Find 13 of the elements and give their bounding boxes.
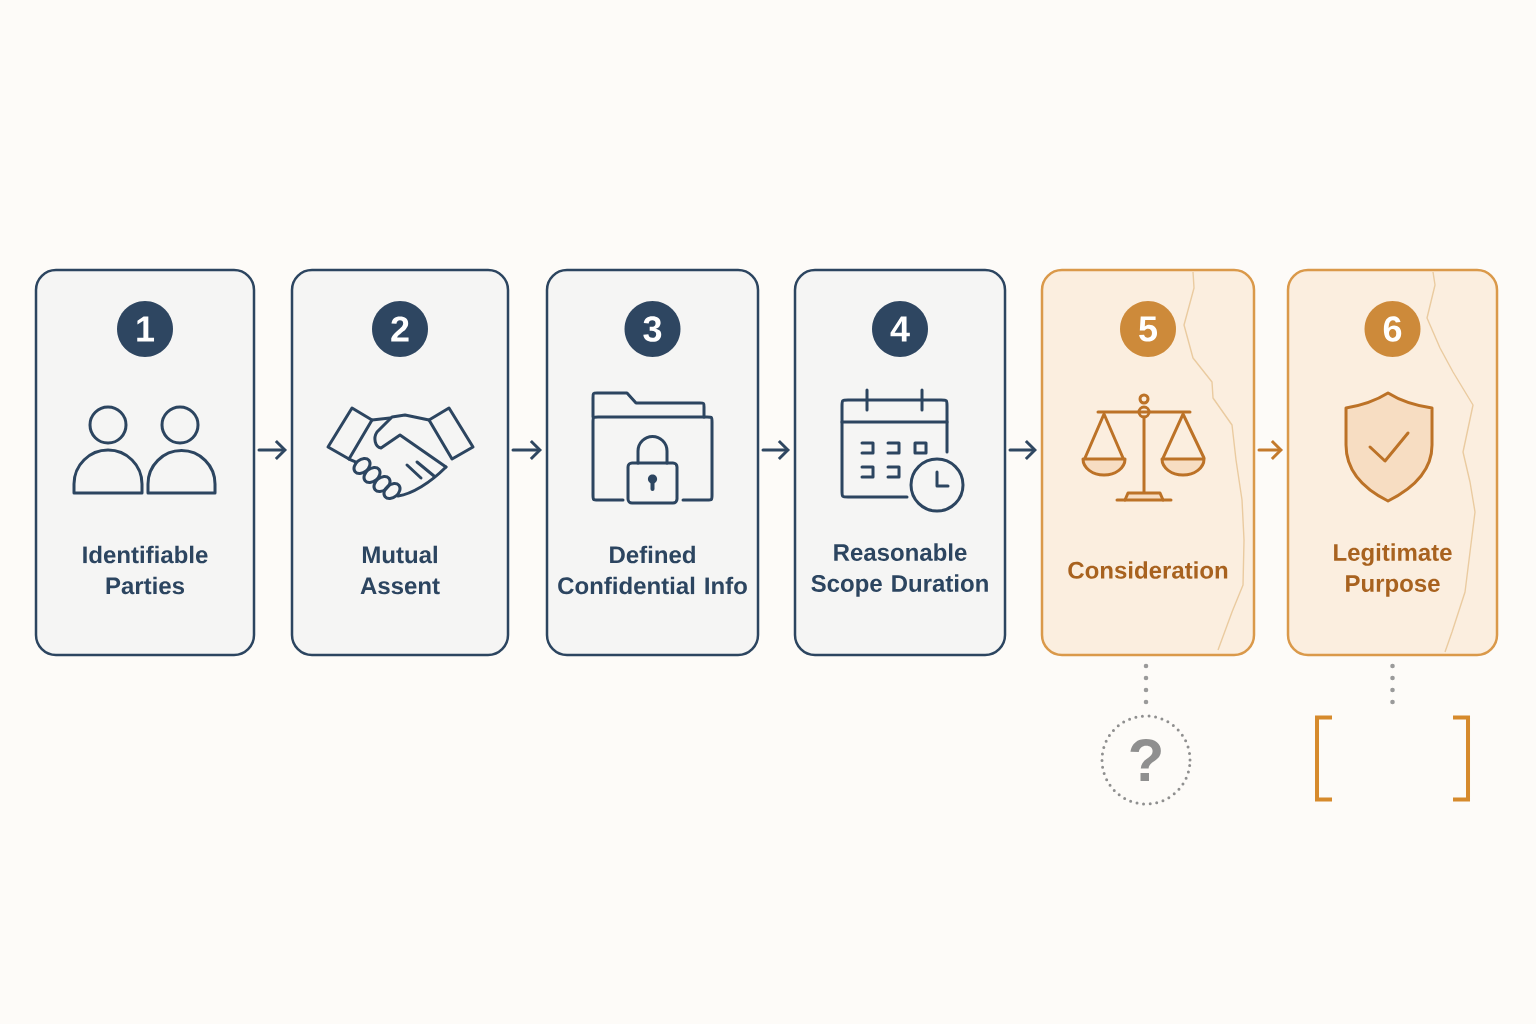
number-badge: 2 — [372, 301, 428, 357]
number-badge: 5 — [1120, 301, 1176, 357]
arrow — [257, 439, 287, 461]
arrow — [1008, 439, 1037, 461]
arrow — [761, 439, 790, 461]
number-badge: 6 — [1364, 301, 1421, 357]
number-badge: 1 — [117, 301, 173, 357]
empty-brackets — [1315, 715, 1470, 802]
arrow — [511, 439, 542, 461]
dotted-line — [1143, 663, 1149, 707]
arrow — [1257, 439, 1283, 461]
number-badge: 3 — [624, 301, 681, 357]
number-badge: 4 — [872, 301, 928, 357]
